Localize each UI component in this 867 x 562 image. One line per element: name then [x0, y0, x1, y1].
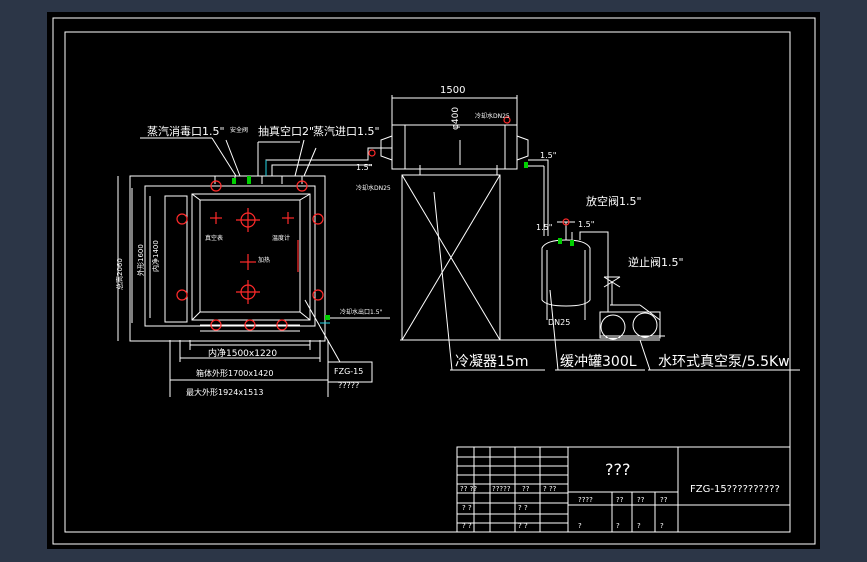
label-vent-valve: 放空阀1.5" [586, 194, 642, 208]
condenser [380, 95, 660, 341]
label-safety-valve: 安全阀 [230, 126, 248, 134]
label-dn25: DN25 [548, 318, 570, 327]
label-box-outer: 箱体外形1700x1420 [196, 368, 273, 378]
condenser-outlet-pipe [528, 159, 549, 236]
tb-cell: ? ? [462, 522, 472, 530]
label-height-total: 总高2060 [115, 258, 124, 290]
tb-cell: ? [660, 522, 664, 530]
tb-cell: ???? [578, 496, 593, 504]
label-inner-size: 内净1500x1220 [208, 347, 277, 359]
label-model-tag: FZG-15 [334, 367, 363, 376]
caption-leaders [433, 191, 800, 371]
tb-cell: ?? [660, 496, 668, 504]
tb-cell: ?? [637, 496, 645, 504]
dryer-chamber [129, 175, 326, 342]
caption-buffer: 缓冲罐300L [560, 354, 637, 370]
tb-cell: ? [637, 522, 641, 530]
label-cool-outlet: 冷却水出口1.5" [340, 308, 383, 316]
tb-cell: ? ? [518, 504, 528, 512]
tb-cell: ? ?? [543, 485, 557, 493]
tb-cell: ? [616, 522, 620, 530]
cyan-lines [265, 160, 330, 324]
title-block-drawing-no: FZG-15?????????? [690, 484, 780, 495]
green-fittings [232, 162, 574, 320]
label-pipe-15c: 1.5" [536, 223, 552, 232]
label-condenser-dn: 冷却水DN25 [475, 112, 510, 120]
label-vacuum-port: 抽真空口2" [258, 124, 314, 138]
dryer-dimensions [117, 176, 373, 397]
label-steam-in: 蒸汽进口1.5" [313, 124, 380, 138]
title-block-title: ??? [605, 460, 630, 479]
label-height-outer: 外形1600 [136, 244, 145, 276]
label-temp-gauge: 温度计 [272, 234, 290, 242]
tb-cell: ?? ?? [460, 485, 477, 493]
label-model-qmarks: ????? [338, 381, 359, 390]
label-heater: 加热 [258, 256, 270, 264]
inner-frame [64, 31, 791, 533]
outer-frame [52, 17, 816, 545]
label-max-outer: 最大外形1924x1513 [186, 387, 263, 397]
tb-cell: ????? [492, 485, 511, 493]
label-cool-in: 冷却水DN25 [356, 184, 391, 192]
leader-lines [140, 137, 390, 319]
vacuum-pump [599, 276, 665, 340]
tb-cell: ?? [522, 485, 530, 493]
label-steam-inlet: 蒸汽消毒口1.5" [147, 124, 225, 138]
caption-condenser: 冷凝器15m [455, 354, 528, 370]
label-check-valve: 逆止阀1.5" [628, 255, 684, 269]
tb-cell: ? ? [462, 504, 472, 512]
red-fittings [176, 116, 570, 331]
drawing-canvas [47, 12, 820, 549]
label-dim-400: φ400 [451, 107, 461, 130]
tb-cell: ?? [616, 496, 624, 504]
label-pipe-15a: 1.5" [356, 163, 372, 172]
label-pipe-15b: 1.5" [540, 151, 556, 160]
tb-cell: ? ? [518, 522, 528, 530]
caption-pump: 水环式真空泵/5.5Kw [658, 354, 790, 370]
label-height-inner: 内净1400 [151, 240, 160, 272]
title-block [456, 446, 791, 533]
label-vac-gauge: 真空表 [205, 234, 223, 242]
tb-cell: ? [578, 522, 582, 530]
label-pipe-15d: 1.5" [578, 220, 594, 229]
label-dim-1500: 1500 [440, 85, 465, 96]
